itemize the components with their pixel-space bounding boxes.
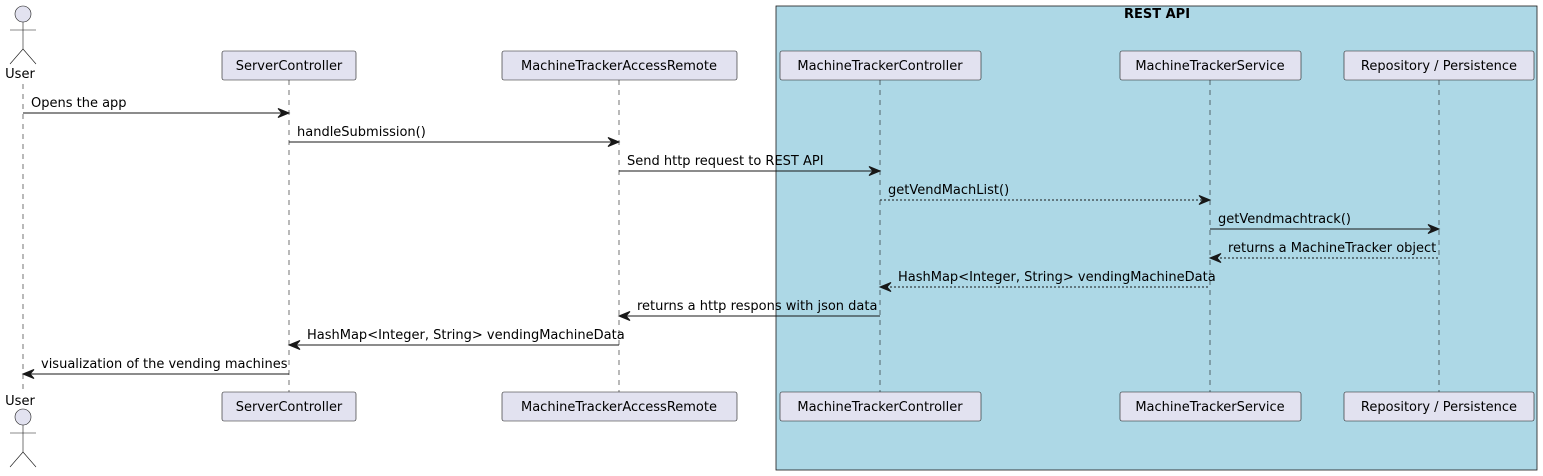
repository-persistence-box-bottom xyxy=(1343,391,1535,422)
machine-tracker-service-box-bottom xyxy=(1119,391,1302,422)
machine-tracker-service-box-top xyxy=(1119,50,1302,81)
machine-tracker-service-label-bottom: MachineTrackerService xyxy=(1135,400,1284,415)
message-6-label: returns a MachineTracker object xyxy=(1228,241,1436,256)
machine-tracker-controller-box-top xyxy=(779,50,982,81)
message-7: HashMap<Integer, String> vendingMachineD… xyxy=(878,270,1216,292)
message-4-label: getVendMachList() xyxy=(888,183,1009,198)
machine-tracker-controller-label-top: MachineTrackerController xyxy=(797,59,963,74)
server-controller-box-top xyxy=(221,50,357,81)
machine-tracker-controller-box-bottom xyxy=(779,391,982,422)
machine-tracker-service-label-top: MachineTrackerService xyxy=(1135,59,1284,74)
server-controller-box-bottom xyxy=(221,391,357,422)
message-5-label: getVendmachtrack() xyxy=(1218,212,1351,227)
message-3: Send http request to REST API xyxy=(619,154,882,176)
machine-tracker-access-remote-label-top: MachineTrackerAccessRemote xyxy=(521,59,717,74)
message-10: visualization of the vending machines xyxy=(21,357,289,379)
message-1-label: Opens the app xyxy=(31,96,127,111)
repository-persistence-label-top: Repository / Persistence xyxy=(1361,59,1517,74)
user-label-bottom: User xyxy=(5,394,35,409)
user-actor-bottom-icon xyxy=(9,408,37,468)
message-7-label: HashMap<Integer, String> vendingMachineD… xyxy=(898,270,1216,285)
rest-api-group-title: REST API xyxy=(1124,7,1190,22)
machine-tracker-access-remote-box-bottom xyxy=(501,391,738,422)
message-3-label: Send http request to REST API xyxy=(627,154,824,169)
message-5: getVendmachtrack() xyxy=(1210,212,1441,234)
repository-persistence-label-bottom: Repository / Persistence xyxy=(1361,400,1517,415)
machine-tracker-access-remote-label-bottom: MachineTrackerAccessRemote xyxy=(521,400,717,415)
message-6: returns a MachineTracker object xyxy=(1208,241,1439,263)
message-2: handleSubmission() xyxy=(289,125,621,147)
message-2-label: handleSubmission() xyxy=(297,125,426,140)
machine-tracker-controller-label-bottom: MachineTrackerController xyxy=(797,400,963,415)
message-8-label: returns a http respons with json data xyxy=(637,299,877,314)
message-9-label: HashMap<Integer, String> vendingMachineD… xyxy=(307,328,625,343)
machine-tracker-access-remote-box-top xyxy=(501,50,738,81)
server-controller-label-bottom: ServerController xyxy=(236,400,343,415)
message-10-label: visualization of the vending machines xyxy=(41,357,288,372)
user-actor-top-icon xyxy=(9,5,37,65)
user-label-top: User xyxy=(5,67,35,82)
message-9: HashMap<Integer, String> vendingMachineD… xyxy=(287,328,625,350)
server-controller-label-top: ServerController xyxy=(236,59,343,74)
message-8: returns a http respons with json data xyxy=(617,299,880,321)
message-4: getVendMachList() xyxy=(880,183,1212,205)
message-1: Opens the app xyxy=(23,96,291,118)
repository-persistence-box-top xyxy=(1343,50,1535,81)
